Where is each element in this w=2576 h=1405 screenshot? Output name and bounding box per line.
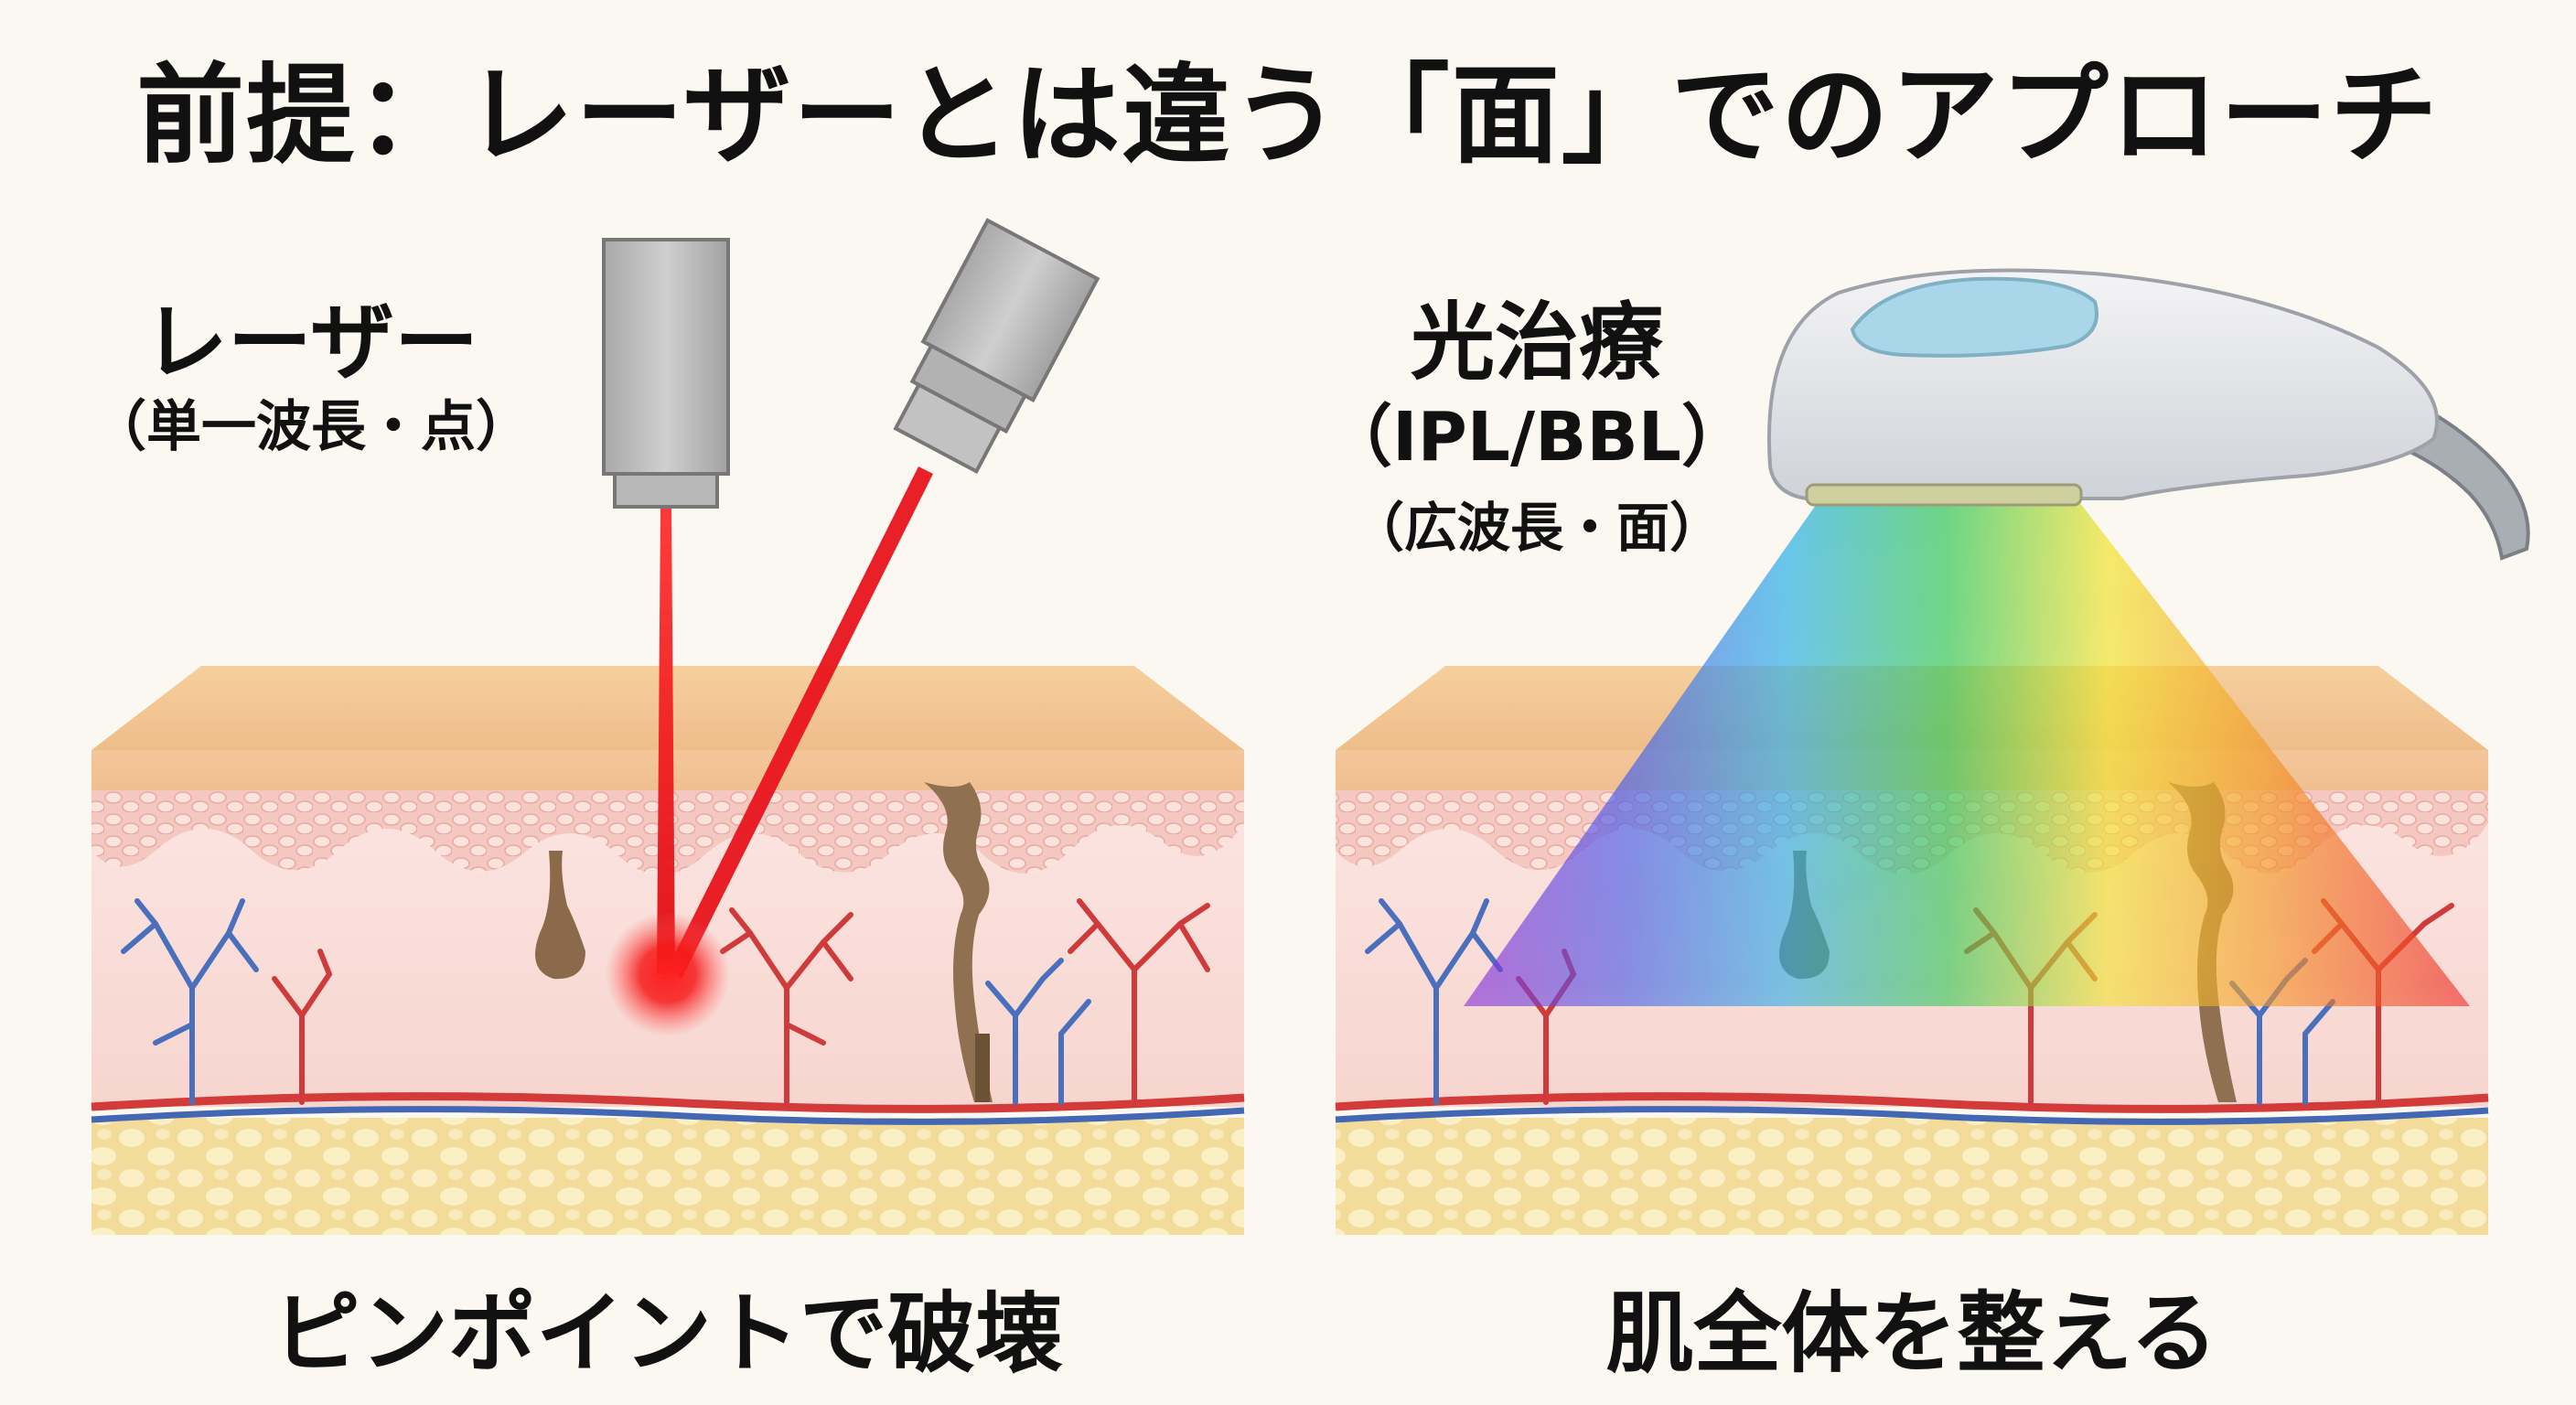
laser-focus-point: [606, 912, 730, 1036]
laser-beam-angled: [668, 467, 933, 979]
ipl-type-label: （IPL/BBL）: [1325, 398, 1749, 477]
ipl-fat-layer: [1336, 1118, 2488, 1235]
laser-capillary-red: [272, 907, 853, 1105]
ipl-handpiece: [1766, 268, 2530, 561]
laser-capillary-cluster: [985, 898, 1210, 1105]
laser-pigment-spot: [535, 851, 585, 980]
ipl-sublabel: （広波長・面）: [1350, 497, 1723, 559]
laser-hair-follicle: [924, 782, 993, 1102]
ipl-label: 光治療: [1410, 294, 1663, 391]
laser-artery: [91, 1092, 1245, 1113]
laser-label: レーザー: [143, 294, 479, 391]
laser-sublabel: （単一波長・点）: [91, 395, 531, 459]
laser-vein: [91, 1106, 1245, 1125]
page-title: 前提：レーザーとは違う「面」でのアプローチ: [136, 52, 2440, 178]
ipl-light-cone: [1464, 499, 2470, 1006]
laser-fat-layer: [91, 1118, 1244, 1235]
ipl-vein: [1335, 1106, 2489, 1125]
laser-beam-vertical: [657, 509, 675, 974]
laser-caption: ピンポイントで破壊: [273, 1282, 1063, 1385]
ipl-artery: [1335, 1092, 2489, 1113]
ipl-caption: 肌全体を整える: [1605, 1282, 2218, 1385]
laser-device-vertical: [602, 238, 730, 509]
laser-capillary-blue: [121, 898, 259, 1105]
laser-device-angled: [893, 218, 1100, 475]
laser-hair-shaft: [975, 1034, 990, 1102]
